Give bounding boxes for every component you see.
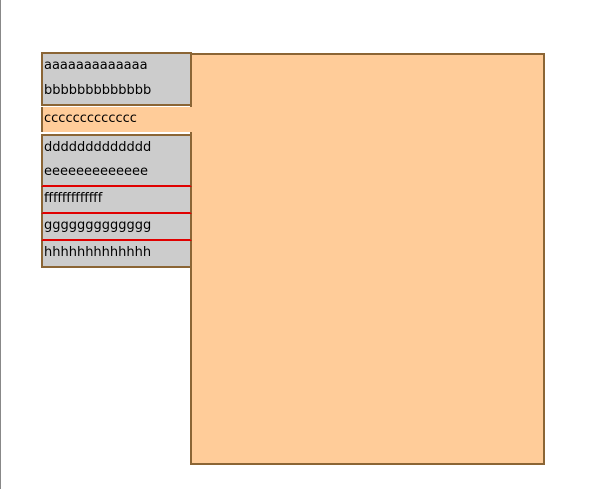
tab-d[interactable]: ddddddddddddd bbox=[41, 134, 192, 163]
tab-a[interactable]: aaaaaaaaaaaaa bbox=[41, 52, 192, 81]
tab-f[interactable]: fffffffffffff bbox=[41, 187, 192, 214]
tab-h[interactable]: hhhhhhhhhhhhh bbox=[41, 241, 192, 268]
tab-panel-content bbox=[190, 53, 545, 465]
tab-g[interactable]: ggggggggggggg bbox=[41, 214, 192, 241]
tab-b[interactable]: bbbbbbbbbbbbb bbox=[41, 79, 192, 106]
tab-c[interactable]: ccccccccccccc bbox=[41, 107, 192, 132]
tab-list: aaaaaaaaaaaaa bbbbbbbbbbbbb cccccccccccc… bbox=[41, 52, 192, 270]
tab-e[interactable]: eeeeeeeeeeeee bbox=[41, 160, 192, 187]
left-edge-rule bbox=[0, 0, 1, 489]
